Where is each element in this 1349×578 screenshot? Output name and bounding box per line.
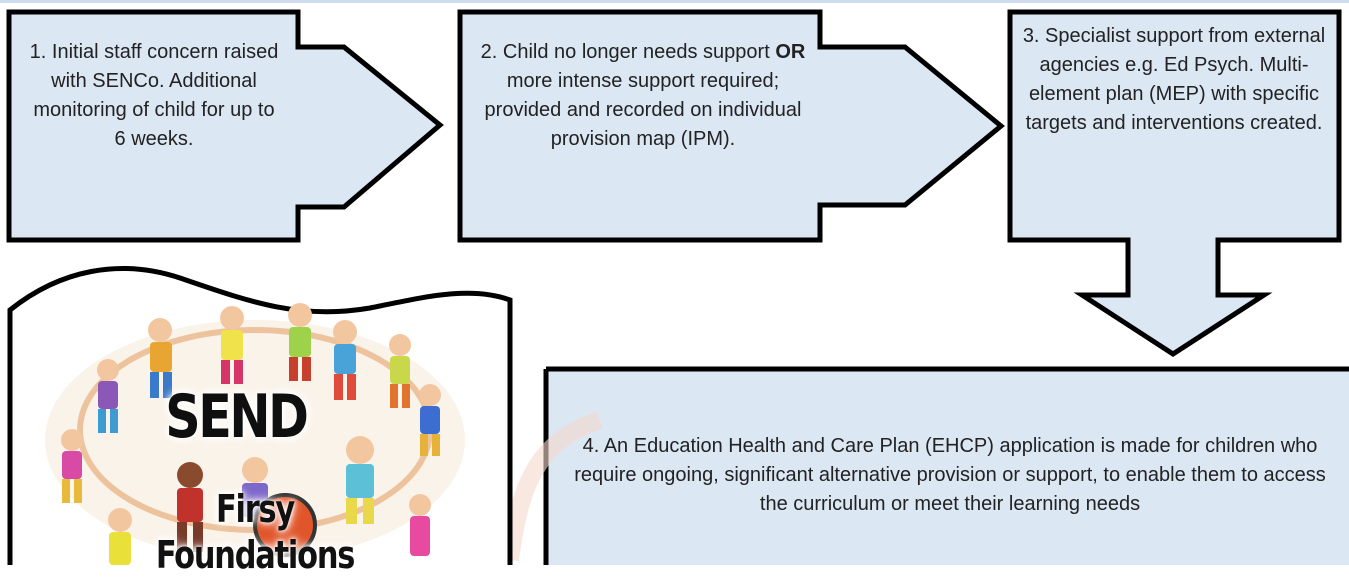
step-3-pre: 3. Specialist support from external agen… [1022,25,1326,134]
flow-arrow-3 [1007,9,1342,357]
flow-arrow-2 [457,9,1005,243]
flow-shapes [6,9,1349,565]
step-2-emphasis: OR [775,41,806,63]
step-1-pre: 1. Initial staff concern raised with SEN… [29,41,279,150]
step-2-text: 2. Child no longer needs support OR more… [478,38,808,154]
flow-arrow-1 [6,9,444,243]
step-3-text: 3. Specialist support from external agen… [1018,22,1330,138]
send-logo [7,266,513,565]
step-2-post: more intense support required; provided … [484,70,802,150]
step-1-text: 1. Initial staff concern raised with SEN… [28,38,280,154]
top-rule [0,0,1349,3]
step-4-pre: 4. An Education Health and Care Plan (EH… [574,435,1326,515]
step-4-text: 4. An Education Health and Care Plan (EH… [570,432,1330,519]
logo-title: SEND [165,382,309,452]
paper-children-illustration [61,303,441,565]
logo-subtitle: Firsy Foundations [155,487,356,577]
step-2-pre: 2. Child no longer needs support [480,41,776,63]
